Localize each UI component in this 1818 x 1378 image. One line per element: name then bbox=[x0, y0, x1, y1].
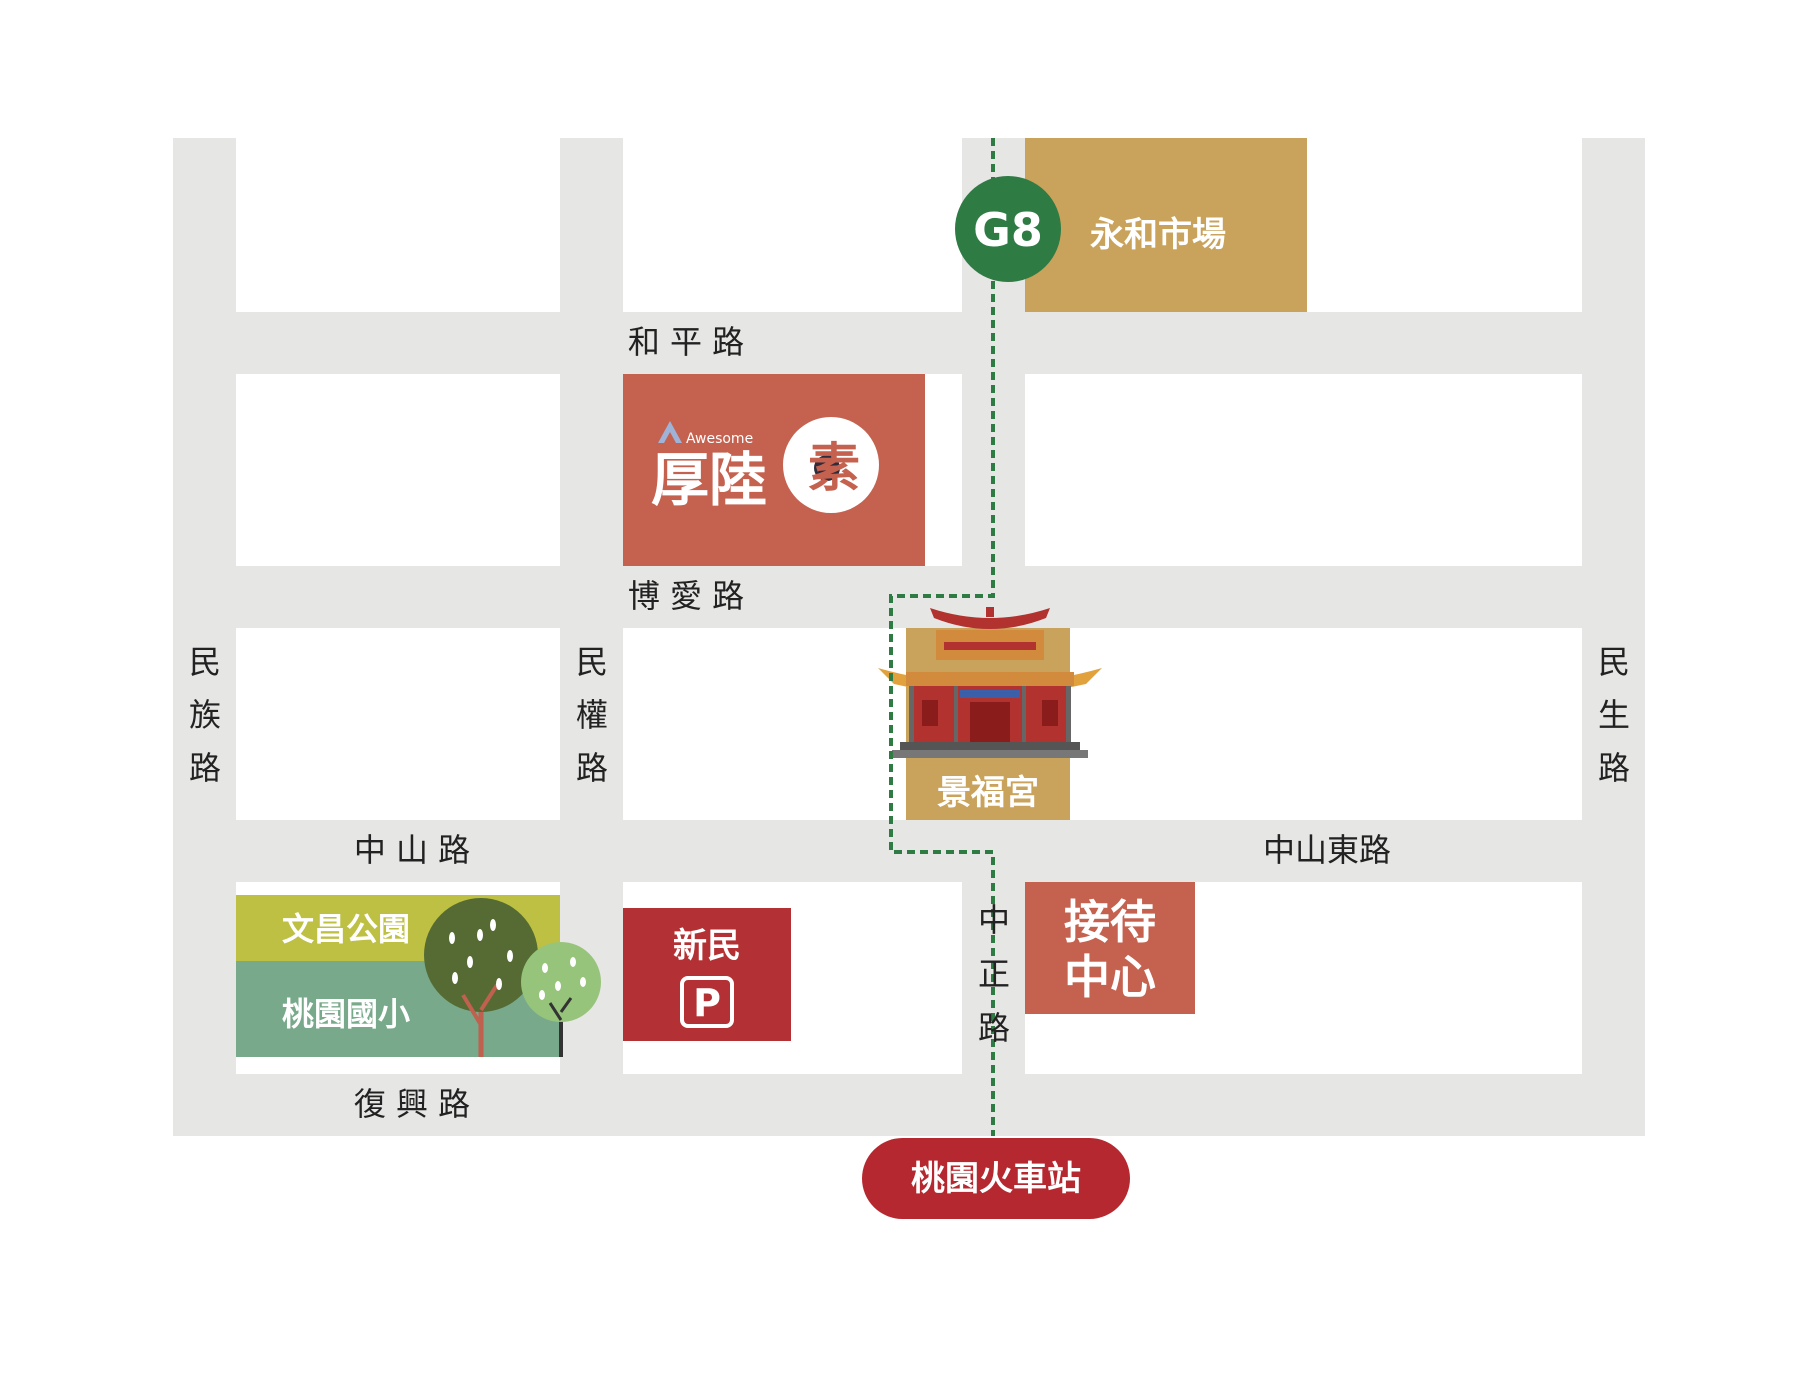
road-network bbox=[173, 138, 1645, 1136]
street-zhongshan-east: 中山東路 bbox=[1263, 831, 1391, 869]
train-station[interactable]: 桃園火車站 bbox=[862, 1138, 1130, 1219]
store-name-label: 厚陸 bbox=[651, 446, 767, 514]
store-brand-label: Awesome bbox=[686, 431, 753, 447]
small-tree-icon bbox=[521, 942, 601, 1057]
street-zhongzheng-3: 路 bbox=[978, 1009, 1010, 1047]
street-zhongzheng-2: 正 bbox=[978, 955, 1010, 993]
yonghe-market-label: 永和市場 bbox=[1090, 215, 1226, 255]
road-minsheng bbox=[1582, 138, 1645, 1136]
street-minzu-2: 族 bbox=[189, 696, 221, 734]
street-heping: 和 平 路 bbox=[628, 323, 744, 361]
street-minsheng-1: 民 bbox=[1598, 643, 1630, 681]
temple-icon bbox=[878, 607, 1102, 758]
street-minsheng-3: 路 bbox=[1598, 749, 1630, 787]
big-tree-icon bbox=[424, 898, 538, 1057]
street-minzu-1: 民 bbox=[189, 643, 221, 681]
parking-xinmin[interactable]: 新民 P bbox=[623, 908, 791, 1041]
road-boai bbox=[173, 566, 1645, 628]
street-minzu-3: 路 bbox=[189, 749, 221, 787]
yonghe-market-block[interactable] bbox=[1025, 138, 1307, 312]
reception-label-line1: 接待 bbox=[1064, 895, 1156, 949]
train-station-label: 桃園火車站 bbox=[911, 1159, 1081, 1199]
store-badge-dot bbox=[814, 455, 840, 481]
street-minsheng-2: 生 bbox=[1598, 696, 1630, 734]
road-minzu bbox=[173, 138, 236, 1136]
street-fuxing: 復 興 路 bbox=[354, 1085, 470, 1123]
store-houlu[interactable]: Awesome 厚陸 素 bbox=[623, 374, 925, 566]
road-heping bbox=[173, 312, 1645, 374]
temple-jingfu[interactable]: 景福宮 bbox=[878, 607, 1102, 820]
reception-center[interactable]: 接待 中心 bbox=[1025, 882, 1195, 1014]
metro-station-g8[interactable]: G8 bbox=[955, 176, 1061, 282]
metro-code-label: G8 bbox=[973, 203, 1043, 257]
reception-block bbox=[1025, 882, 1195, 1014]
parking-name-label: 新民 bbox=[673, 926, 741, 966]
street-labels: 和 平 路 博 愛 路 中 山 路 中山東路 復 興 路 民 族 路 民 權 路… bbox=[189, 323, 1630, 1123]
train-station-pill bbox=[862, 1138, 1130, 1219]
school-label: 桃園國小 bbox=[282, 995, 410, 1033]
walking-route bbox=[889, 138, 995, 1136]
temple-label: 景福宮 bbox=[937, 773, 1039, 813]
street-minquan-3: 路 bbox=[576, 749, 608, 787]
reception-label-line2: 中心 bbox=[1064, 950, 1156, 1004]
parking-symbol: P bbox=[693, 981, 721, 1025]
park-school[interactable]: 文昌公園 桃園國小 bbox=[236, 895, 601, 1057]
park-label: 文昌公園 bbox=[282, 910, 410, 948]
parking-icon bbox=[680, 976, 734, 1028]
street-boai: 博 愛 路 bbox=[628, 577, 744, 615]
street-minquan-2: 權 bbox=[576, 696, 608, 734]
store-badge-char: 素 bbox=[808, 439, 860, 499]
metro-circle bbox=[955, 176, 1061, 282]
street-minquan-1: 民 bbox=[576, 643, 608, 681]
parking-block bbox=[623, 908, 791, 1041]
road-fuxing bbox=[173, 1074, 1645, 1136]
street-zhongshan: 中 山 路 bbox=[354, 831, 470, 869]
street-zhongzheng-1: 中 bbox=[978, 901, 1010, 939]
